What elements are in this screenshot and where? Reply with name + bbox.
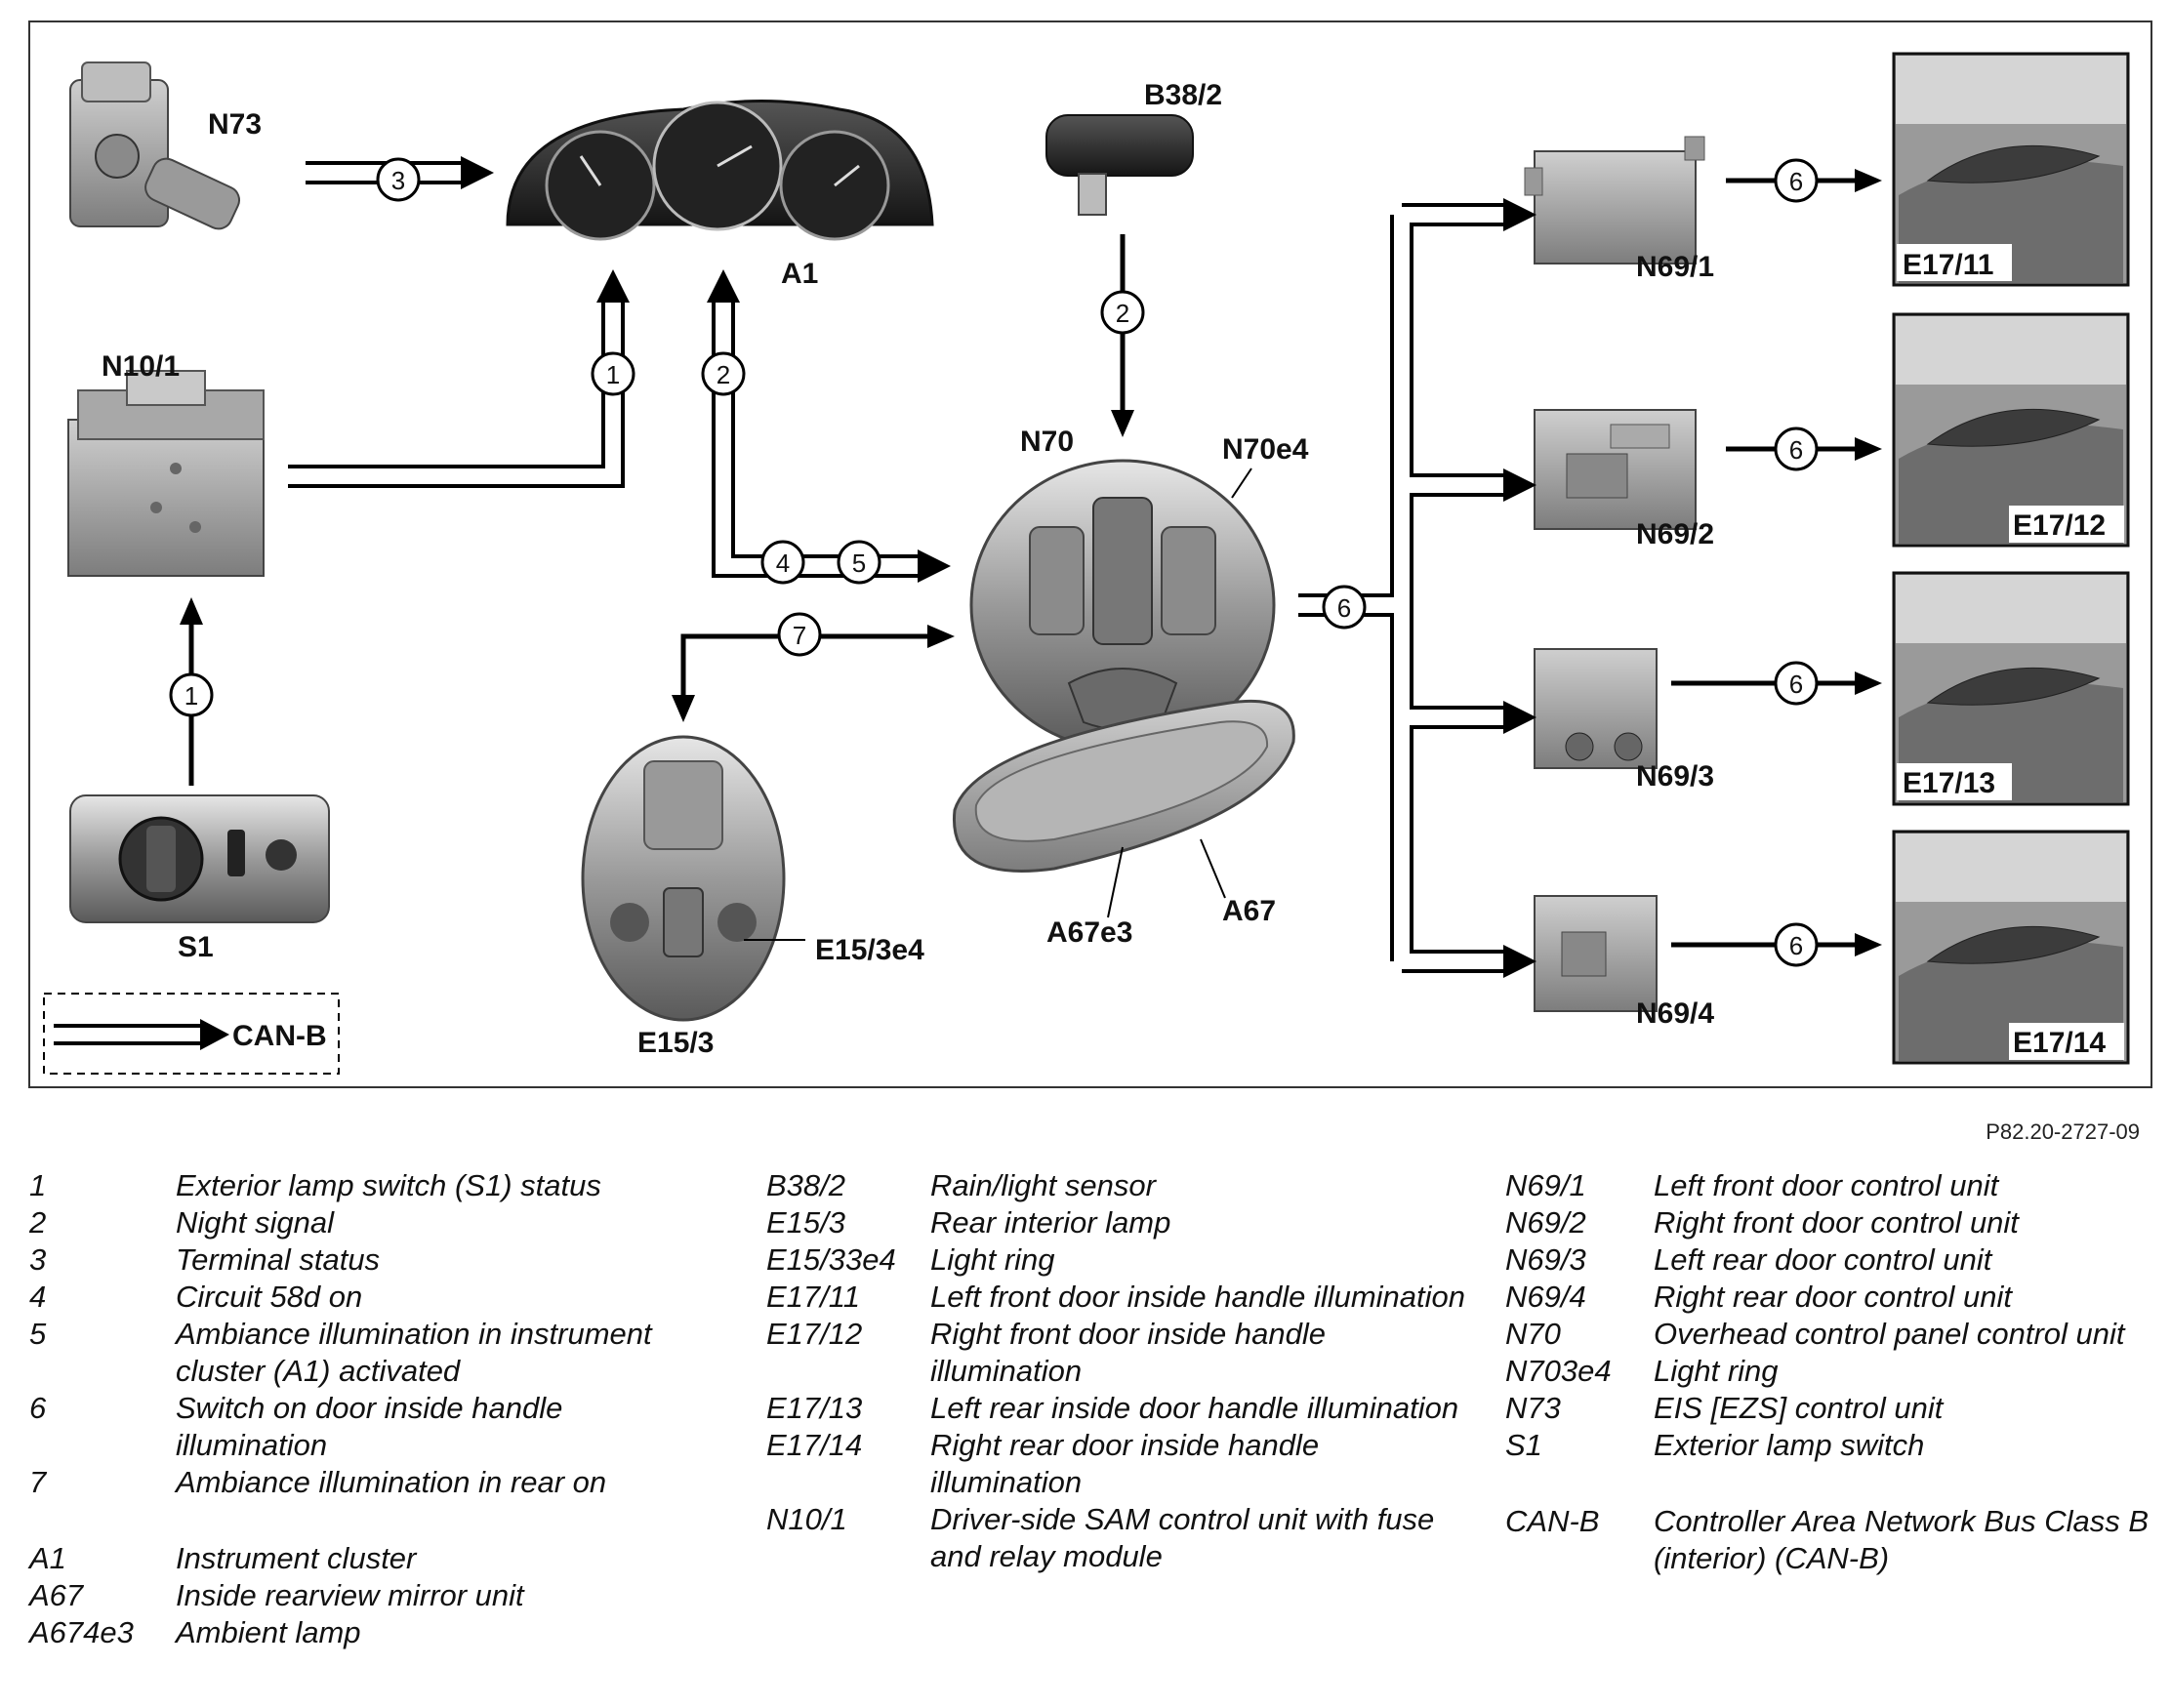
signal-1-number: 1 [184,681,198,711]
signal-7-circle [777,612,822,657]
can-b-illumination-diagram: 3 1 2 2 1 4 5 7 6 6 6 6 6 N73 A1 B38/2 N… [28,20,2152,1088]
n10-1-sam-control-unit-image [67,370,265,577]
signal-1-circle [591,351,635,396]
label-s1: S1 [178,931,214,963]
label-a67e3: A67e3 [1046,916,1132,949]
label-e17-13: E17/13 [1903,767,1995,799]
label-e15-3e4: E15/3e4 [815,934,924,966]
signal-6-circle [1774,922,1819,967]
signal-6-circle [1774,427,1819,471]
signal-6-circle [1322,585,1367,630]
signal-5-number: 5 [852,549,866,578]
signal-6-number: 6 [1789,167,1803,196]
signal-6-number: 6 [1789,435,1803,465]
a67-rearview-mirror-image [952,699,1295,873]
signal-1-number: 1 [606,360,620,389]
b38-2-rain-light-sensor-image [1045,114,1194,216]
label-n10-1: N10/1 [102,350,180,383]
line-n70-e15-3 [680,633,927,695]
n70-overhead-control-panel-image [969,459,1276,752]
signal-6-circle [1774,158,1819,203]
label-a67: A67 [1222,895,1276,927]
signal-4-number: 4 [776,549,790,578]
label-e17-11: E17/11 [1903,249,1993,281]
label-n70: N70 [1020,426,1074,458]
n69-2-door-control-unit-image [1534,409,1697,530]
e17-label-boxes [1897,244,2124,1060]
signal-2-number: 2 [717,360,730,389]
signal-2-number: 2 [1116,299,1129,328]
n69-1-door-control-unit-image [1524,136,1705,264]
signal-3-circle [376,157,421,202]
signal-3-number: 3 [391,166,405,195]
signal-4-circle [760,540,805,585]
can-b-key-label: CAN-B [232,1020,327,1052]
label-n70e4: N70e4 [1222,433,1309,466]
signal-1-circle [169,672,214,717]
can-b-key: CAN-B [43,993,340,1075]
s1-exterior-lamp-switch-image [69,794,330,923]
signal-2-circle [1100,290,1145,335]
label-n69-4: N69/4 [1636,997,1714,1030]
signal-6-number: 6 [1789,931,1803,960]
label-n69-3: N69/3 [1636,760,1714,793]
e17-14-handle-illumination-image [1892,830,2130,1065]
label-e15-3: E15/3 [637,1027,714,1059]
discrete-connections [180,169,1882,956]
figure-code: P82.20-2727-09 [1986,1119,2140,1144]
signal-6-number: 6 [1789,670,1803,699]
label-b38-2: B38/2 [1144,79,1222,111]
signal-6-number: 6 [1337,593,1351,623]
signal-7-number: 7 [793,621,806,650]
signal-6-circle [1774,661,1819,706]
label-n69-1: N69/1 [1636,251,1714,283]
label-a1: A1 [781,258,818,290]
a1-instrument-cluster-image [506,100,934,241]
label-n73: N73 [208,108,262,141]
e15-3-rear-interior-lamp-image [581,735,786,1022]
signal-2-circle [701,351,746,396]
n69-4-door-control-unit-image [1534,895,1658,1012]
signal-5-circle [837,540,881,585]
label-n69-2: N69/2 [1636,518,1714,550]
n69-3-door-control-unit-image [1534,648,1658,769]
label-e17-12: E17/12 [2013,509,2106,542]
e17-12-handle-illumination-image [1892,312,2130,548]
n73-eis-unit-image [69,61,241,230]
label-e17-14: E17/14 [2013,1027,2106,1059]
